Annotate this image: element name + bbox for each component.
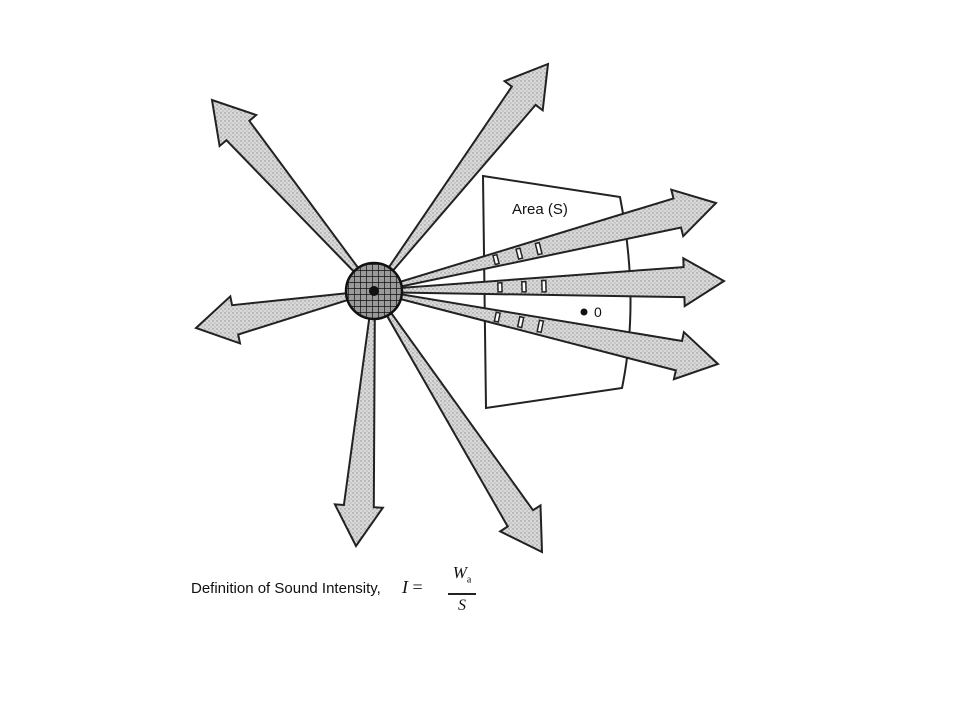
fraction-bar: [448, 593, 476, 595]
beam-gap-2-0: [493, 311, 501, 323]
beam-gap-2-1: [516, 315, 525, 329]
point-0-marker: [580, 308, 588, 316]
caption-text: Definition of Sound Intensity,: [191, 580, 381, 597]
intensity-symbol: I: [402, 577, 408, 597]
sound-source-icon: [344, 261, 404, 321]
radiating-arrows: [194, 62, 726, 554]
intensity-fraction: Wa S: [448, 563, 476, 615]
beam-gap-0-2: [534, 241, 543, 256]
beam-gap-1-0: [497, 282, 503, 293]
equals-sign: =: [412, 577, 423, 597]
arrow-down-icon: [333, 297, 385, 548]
beam-gap-0-1: [515, 247, 524, 261]
arrow-down-right-icon: [375, 295, 544, 554]
beam-segments-through-area: [492, 241, 547, 334]
fraction-numerator: Wa: [452, 563, 472, 586]
arrow-left-icon: [194, 290, 368, 345]
beam-gap-2-2: [536, 319, 545, 334]
point-0-label: 0: [594, 304, 602, 320]
caption-equation-lhs: I =: [402, 577, 423, 598]
beam-gap-0-0: [492, 253, 501, 266]
arrow-up-right-icon: [376, 62, 550, 287]
fraction-denominator: S: [458, 596, 466, 614]
beam-gap-1-2: [541, 279, 547, 293]
arrow-right-bottom-icon: [380, 290, 720, 381]
arrow-upper-left-icon: [210, 98, 372, 288]
area-label: Area (S): [512, 201, 568, 218]
arrow-right-middle-icon: [381, 256, 726, 308]
beam-gap-1-1: [521, 280, 527, 293]
arrow-right-top-icon: [380, 188, 718, 292]
